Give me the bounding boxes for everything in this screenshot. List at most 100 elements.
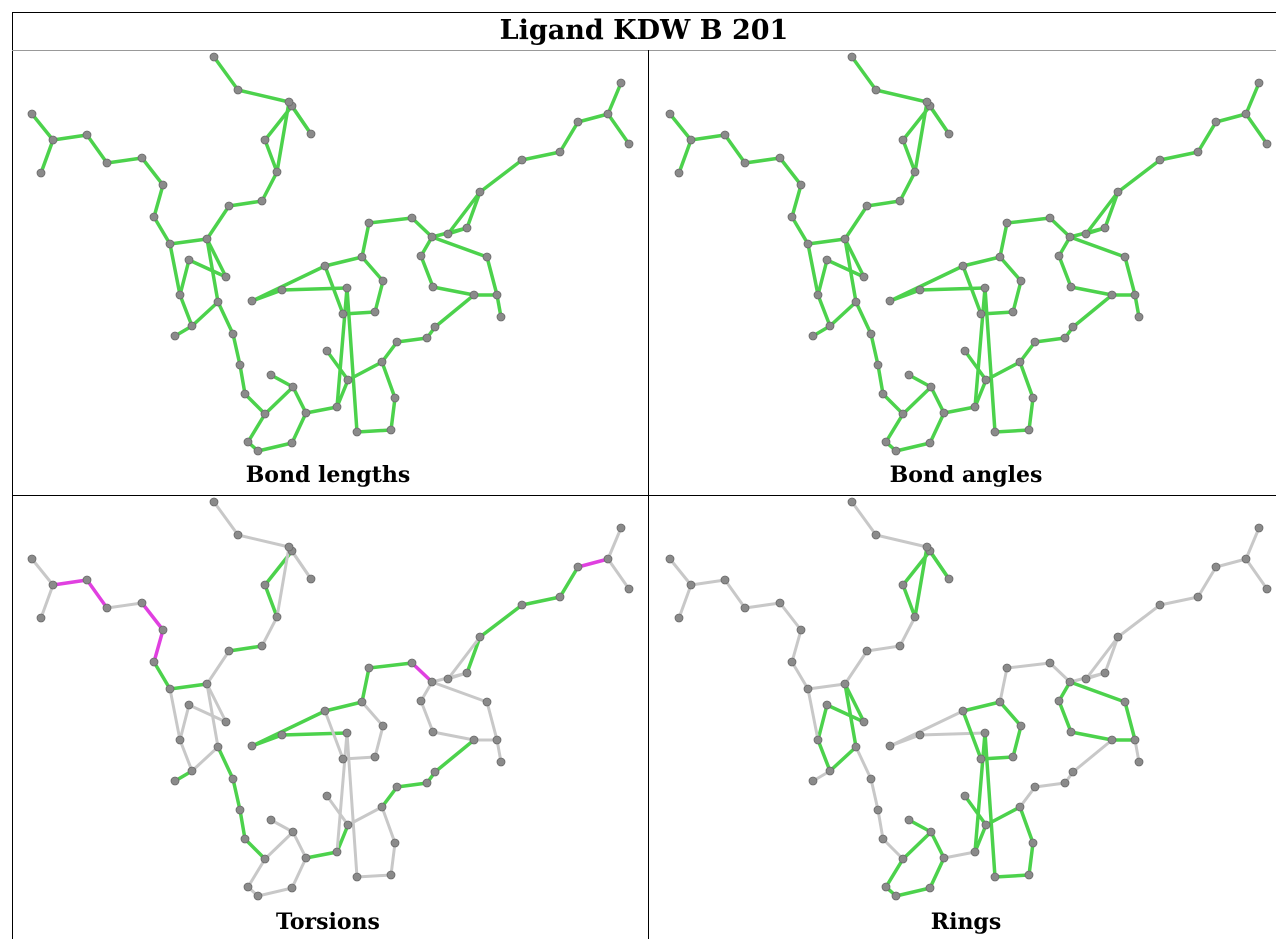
atom-1 <box>686 135 696 145</box>
bond-9 <box>843 204 869 241</box>
atom-41 <box>352 427 362 437</box>
bond-25 <box>806 687 820 742</box>
bond-70 <box>419 254 435 289</box>
atom-7 <box>787 657 797 667</box>
bond-3 <box>723 578 747 610</box>
bond-59 <box>1103 635 1120 675</box>
bond-56 <box>367 216 414 225</box>
bond-66 <box>430 235 489 259</box>
bond-18 <box>850 55 878 92</box>
atom-46 <box>995 252 1005 262</box>
bond-16 <box>913 100 929 174</box>
atom-33 <box>287 438 297 448</box>
bond-73 <box>1071 293 1114 329</box>
atom-33 <box>287 883 297 893</box>
atom-61 <box>1120 252 1130 262</box>
atom-62 <box>492 290 502 300</box>
atom-28 <box>260 409 270 419</box>
atom-47 <box>1016 721 1026 731</box>
bond-65 <box>1244 557 1269 591</box>
bond-6 <box>152 628 165 664</box>
atom-56 <box>1193 147 1203 157</box>
bond-45 <box>345 286 359 434</box>
atom-42 <box>980 728 990 738</box>
atom-6 <box>796 180 806 190</box>
atom-11 <box>257 641 267 651</box>
panel-bond-lengths: Bond lengths <box>12 52 644 502</box>
bond-49 <box>250 709 327 748</box>
bond-50 <box>323 255 364 268</box>
bond-28 <box>231 332 242 367</box>
atom-54 <box>1113 632 1123 642</box>
atom-64 <box>1066 282 1076 292</box>
atom-49 <box>976 754 986 764</box>
bond-3 <box>723 133 747 165</box>
atom-44 <box>247 296 257 306</box>
bond-57 <box>410 216 434 239</box>
bond-30 <box>243 392 267 416</box>
atom-47 <box>378 721 388 731</box>
bond-23 <box>190 300 220 328</box>
bond-8 <box>168 237 209 246</box>
bond-9 <box>205 204 231 241</box>
atom-13 <box>898 135 908 145</box>
bond-11 <box>898 615 917 648</box>
bond-21 <box>816 258 829 297</box>
bond-29 <box>238 808 247 841</box>
bond-8 <box>168 682 209 691</box>
bond-35 <box>894 886 932 898</box>
atom-62 <box>492 735 502 745</box>
bond-19 <box>843 237 866 279</box>
bond-56 <box>1005 216 1052 225</box>
atom-59 <box>616 523 626 533</box>
atom-55 <box>517 600 527 610</box>
bond-45 <box>345 731 359 879</box>
atom-19 <box>859 717 869 727</box>
atom-69 <box>1030 337 1040 347</box>
atom-3 <box>82 130 92 140</box>
bond-0 <box>668 557 693 587</box>
atom-20 <box>822 255 832 265</box>
bond-12 <box>901 583 917 619</box>
atom-4 <box>102 603 112 613</box>
atom-49 <box>338 309 348 319</box>
atom-54 <box>475 187 485 197</box>
atom-51 <box>407 213 417 223</box>
atom-68 <box>1060 778 1070 788</box>
atom-52 <box>427 677 437 687</box>
bond-2 <box>689 578 727 587</box>
bond-27 <box>854 300 873 336</box>
bond-12 <box>901 138 917 174</box>
bond-10 <box>227 199 264 208</box>
bond-78 <box>446 190 482 236</box>
atom-2 <box>36 613 46 623</box>
atom-70 <box>496 757 506 767</box>
bond-17 <box>874 533 929 549</box>
atom-39 <box>1028 838 1038 848</box>
bond-66 <box>1068 680 1127 704</box>
atom-19 <box>859 272 869 282</box>
bond-25 <box>806 242 820 297</box>
bond-61 <box>1158 595 1200 607</box>
atom-0 <box>27 554 37 564</box>
atom-39 <box>1028 393 1038 403</box>
atom-4 <box>740 158 750 168</box>
bond-35 <box>256 441 294 453</box>
atom-13 <box>260 135 270 145</box>
bond-42 <box>1018 805 1035 845</box>
atom-67 <box>1068 767 1078 777</box>
bond-52 <box>1011 279 1023 314</box>
bond-69 <box>1069 730 1114 742</box>
bond-56 <box>367 661 414 670</box>
bond-64 <box>1244 81 1261 116</box>
atom-42 <box>980 283 990 293</box>
bond-63 <box>1214 557 1248 569</box>
bond-1 <box>677 583 693 620</box>
atom-16 <box>922 97 932 107</box>
atom-3 <box>720 575 730 585</box>
bond-45 <box>983 731 997 879</box>
bond-3 <box>85 578 109 610</box>
atom-19 <box>221 272 231 282</box>
bond-65 <box>1244 112 1269 146</box>
bond-42 <box>380 805 397 845</box>
